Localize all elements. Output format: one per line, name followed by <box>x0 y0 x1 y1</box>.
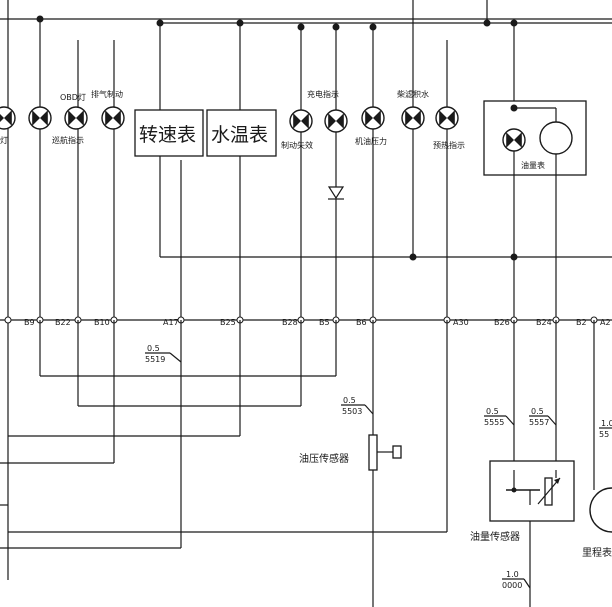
water-temp-box: 水温表 <box>206 109 277 157</box>
label-oil-pressure: 机油压力 <box>355 136 387 146</box>
ground-bus <box>160 253 612 261</box>
pin-b5: B5 <box>319 318 330 327</box>
tachometer-box: 转速表 <box>134 109 204 157</box>
pin-b6: B6 <box>356 318 367 327</box>
wire-5503-size: 0.5 <box>343 396 356 405</box>
lamp-charge <box>324 109 348 133</box>
fuel-gauge-module: 油量表 <box>483 100 587 176</box>
wire-5519-size: 0.5 <box>147 344 160 353</box>
label-obd: OBD灯 <box>60 92 86 102</box>
label-preheat: 预热指示 <box>433 140 465 150</box>
wire-0000-code: 0000 <box>502 581 522 590</box>
fuel-gauge-dial-icon <box>539 121 573 155</box>
label-tach: 转速表 <box>139 124 196 146</box>
pin-b2: B2 <box>576 318 587 327</box>
label-diesel-water: 柴滤积水 <box>397 89 429 99</box>
pin-a2: A2 <box>600 318 611 327</box>
pin-b9: B9 <box>24 318 35 327</box>
lamp-exhaust-brake <box>101 106 125 130</box>
pin-b24: B24 <box>536 318 552 327</box>
pin-a17: A17 <box>163 318 179 327</box>
lamp-oil-pressure <box>361 106 385 130</box>
label-odometer: 里程表 <box>582 546 612 559</box>
label-fuel-gauge: 油量表 <box>521 160 545 170</box>
label-fuel-sensor: 油量传感器 <box>470 530 520 543</box>
lamp-cruise <box>64 106 88 130</box>
connector-row: B9 B22 B10 A17 B25 B28 B5 B6 A30 B26 B24… <box>0 316 612 327</box>
label-exhaust-brake: 排气制动 <box>91 89 123 99</box>
wire-5519-code: 5519 <box>145 355 165 364</box>
wire-5555-size: 0.5 <box>486 407 499 416</box>
top-bus <box>0 15 612 31</box>
label-water-temp: 水温表 <box>211 124 268 146</box>
wire-5557-code: 5557 <box>529 418 549 427</box>
wire-right-code: 55 <box>599 430 609 439</box>
lamp-brake-fail <box>289 109 313 133</box>
pin-b28: B28 <box>282 318 298 327</box>
lamp-obd <box>28 106 52 130</box>
lamp-diesel-water <box>401 106 425 130</box>
label-left-cut: 灯 <box>0 135 8 145</box>
wire-right-size: 1.0 <box>601 419 612 428</box>
wire-0000-size: 1.0 <box>506 570 519 579</box>
warning-lamps <box>0 106 459 133</box>
odometer-dial-icon <box>589 487 612 533</box>
pin-b10: B10 <box>94 318 110 327</box>
pin-b22: B22 <box>55 318 71 327</box>
pin-b26: B26 <box>494 318 510 327</box>
lamp-left-cut <box>0 106 16 130</box>
diode-icon <box>327 186 345 200</box>
lamp-bottom-labels: 灯 巡航指示 制动失效 机油压力 预热指示 <box>0 135 465 150</box>
oil-pressure-sensor: 油压传感器 <box>299 434 402 471</box>
pin-b25: B25 <box>220 318 236 327</box>
lamp-preheat <box>435 106 459 130</box>
wire-5503-code: 5503 <box>342 407 362 416</box>
label-brake-fail: 制动失效 <box>281 140 313 150</box>
label-oil-pressure-sensor: 油压传感器 <box>299 452 349 465</box>
fuel-level-sensor: 油量传感器 <box>470 460 575 543</box>
lower-wires <box>0 320 595 607</box>
label-cruise: 巡航指示 <box>52 135 84 145</box>
odometer: 里程表 <box>582 487 612 559</box>
wire-5557-size: 0.5 <box>531 407 544 416</box>
vertical-wires <box>7 0 515 580</box>
wire-annotations: 0.5 5519 0.5 5503 0.5 5555 0.5 5557 1.0 … <box>145 344 612 590</box>
wire-5555-code: 5555 <box>484 418 504 427</box>
top-labels: OBD灯 排气制动 充电指示 柴滤积水 <box>60 89 429 102</box>
pin-a30: A30 <box>453 318 469 327</box>
label-charge: 充电指示 <box>307 89 339 99</box>
